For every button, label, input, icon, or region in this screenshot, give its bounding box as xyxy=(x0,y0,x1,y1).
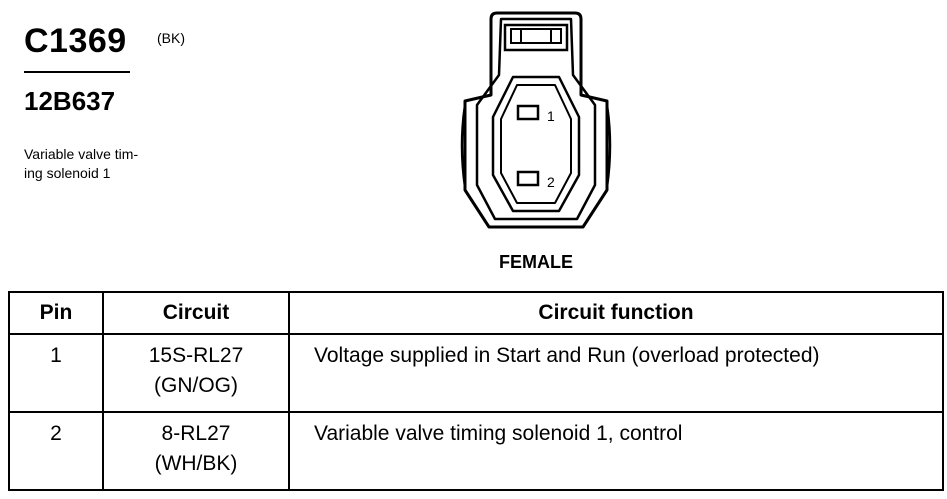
pin-cavity-outline xyxy=(491,75,581,213)
pin-number: 1 xyxy=(8,333,104,413)
connector-inner-shell xyxy=(475,17,597,221)
part-number: 12B637 xyxy=(24,86,116,116)
title-underline xyxy=(24,71,130,73)
side-rib-right xyxy=(605,104,612,188)
wire-color: (WH/BK) xyxy=(154,452,238,475)
circuit-function: Voltage supplied in Start and Run (overl… xyxy=(288,333,944,413)
pin-cavity-inner xyxy=(500,84,572,204)
connector-latch-inner xyxy=(510,28,562,44)
connector-color: (BK) xyxy=(157,30,185,46)
pin-2-terminal xyxy=(516,170,540,187)
pin-table: Pin Circuit Circuit function 1 15S-RL27 … xyxy=(8,291,944,491)
header-pin: Pin xyxy=(8,291,104,335)
circuit-function: Variable valve timing solenoid 1, contro… xyxy=(288,411,944,491)
pin-1-label: 1 xyxy=(547,108,555,124)
table-row: 1 15S-RL27 (GN/OG) Voltage supplied in S… xyxy=(8,333,944,413)
table-row: 2 8-RL27 (WH/BK) Variable valve timing s… xyxy=(8,411,944,491)
connector-latch xyxy=(503,23,569,52)
circuit-code: 8-RL27 xyxy=(161,422,231,445)
wire-color: (GN/OG) xyxy=(154,374,238,397)
header-circuit: Circuit xyxy=(102,291,290,335)
connector-description: Variable valve tim-ing solenoid 1 xyxy=(24,146,139,181)
connector-gender-label: FEMALE xyxy=(499,252,573,272)
connector-id: C1369 xyxy=(24,22,127,60)
pin-table-header: Pin Circuit Circuit function xyxy=(8,291,944,335)
connector-outer-shell xyxy=(463,11,609,229)
pin-2-label: 2 xyxy=(547,174,555,190)
connector-face-drawing: 1 2 xyxy=(460,11,612,229)
circuit-cell: 15S-RL27 (GN/OG) xyxy=(102,333,290,413)
side-rib-left xyxy=(460,104,467,188)
circuit-code: 15S-RL27 xyxy=(148,344,244,367)
header-circuit-function: Circuit function xyxy=(288,291,944,335)
pin-1-terminal xyxy=(516,104,540,121)
circuit-cell: 8-RL27 (WH/BK) xyxy=(102,411,290,491)
pin-number: 2 xyxy=(8,411,104,491)
